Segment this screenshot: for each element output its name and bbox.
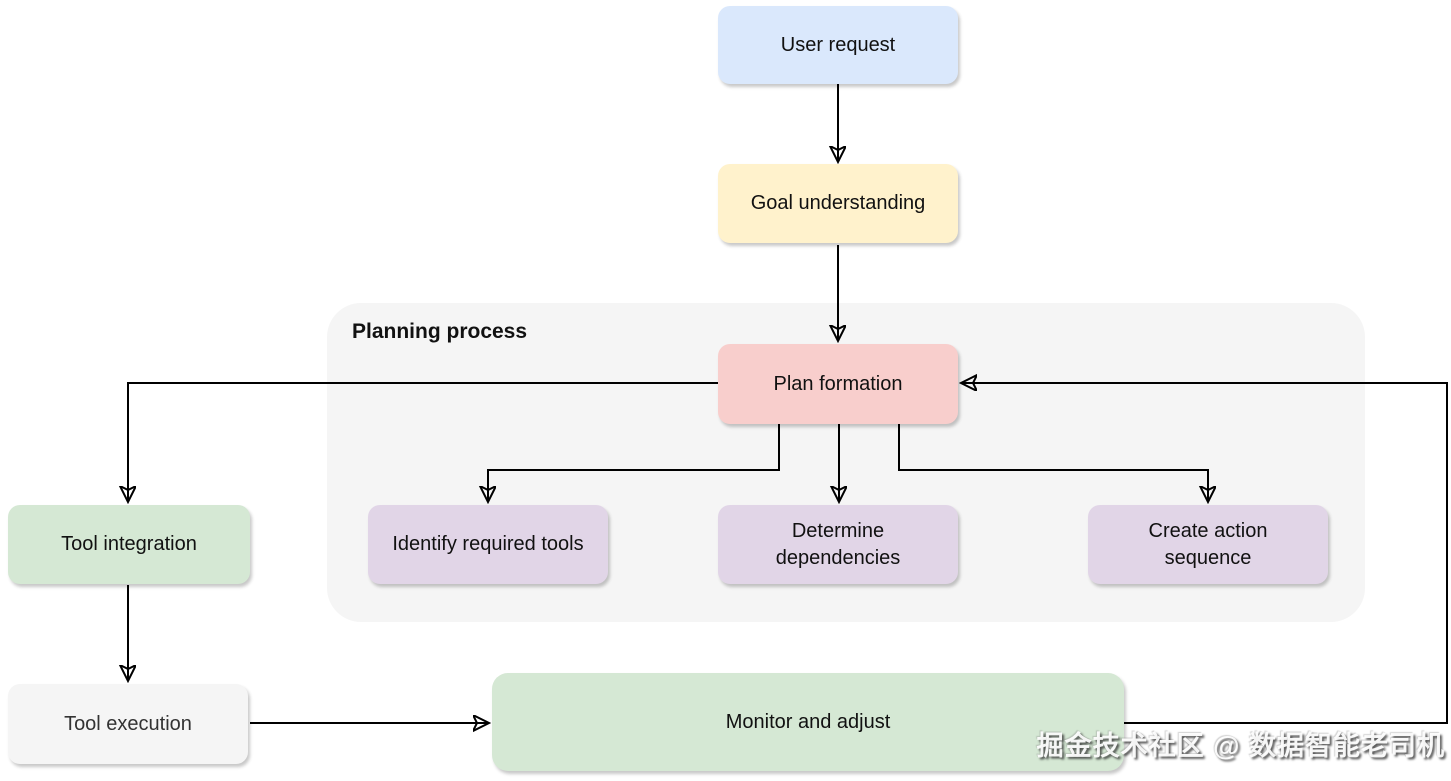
node-goal-understanding: Goal understanding bbox=[718, 164, 958, 243]
planning-process-group-label: Planning process bbox=[352, 320, 528, 343]
edge-plan-formation-to-create-action-sequence bbox=[898, 424, 1208, 501]
edge-plan-formation-to-tool-integration bbox=[128, 382, 718, 501]
node-tool-execution: Tool execution bbox=[8, 684, 248, 764]
edge-plan-formation-to-identify-required-tools bbox=[488, 424, 780, 501]
watermark-text: 掘金技术社区 @ 数据智能老司机 bbox=[1036, 731, 1445, 761]
edge-monitor-and-adjust-to-plan-formation bbox=[962, 383, 1448, 724]
node-monitor-and-adjust: Monitor and adjust bbox=[492, 673, 1124, 771]
node-tool-integration: Tool integration bbox=[8, 505, 250, 584]
node-determine-dependencies: Determine dependencies bbox=[718, 505, 958, 584]
node-user-request: User request bbox=[718, 6, 958, 84]
node-create-action-sequence: Create action sequence bbox=[1088, 505, 1328, 584]
node-identify-required-tools: Identify required tools bbox=[368, 505, 608, 584]
node-plan-formation: Plan formation bbox=[718, 344, 958, 424]
